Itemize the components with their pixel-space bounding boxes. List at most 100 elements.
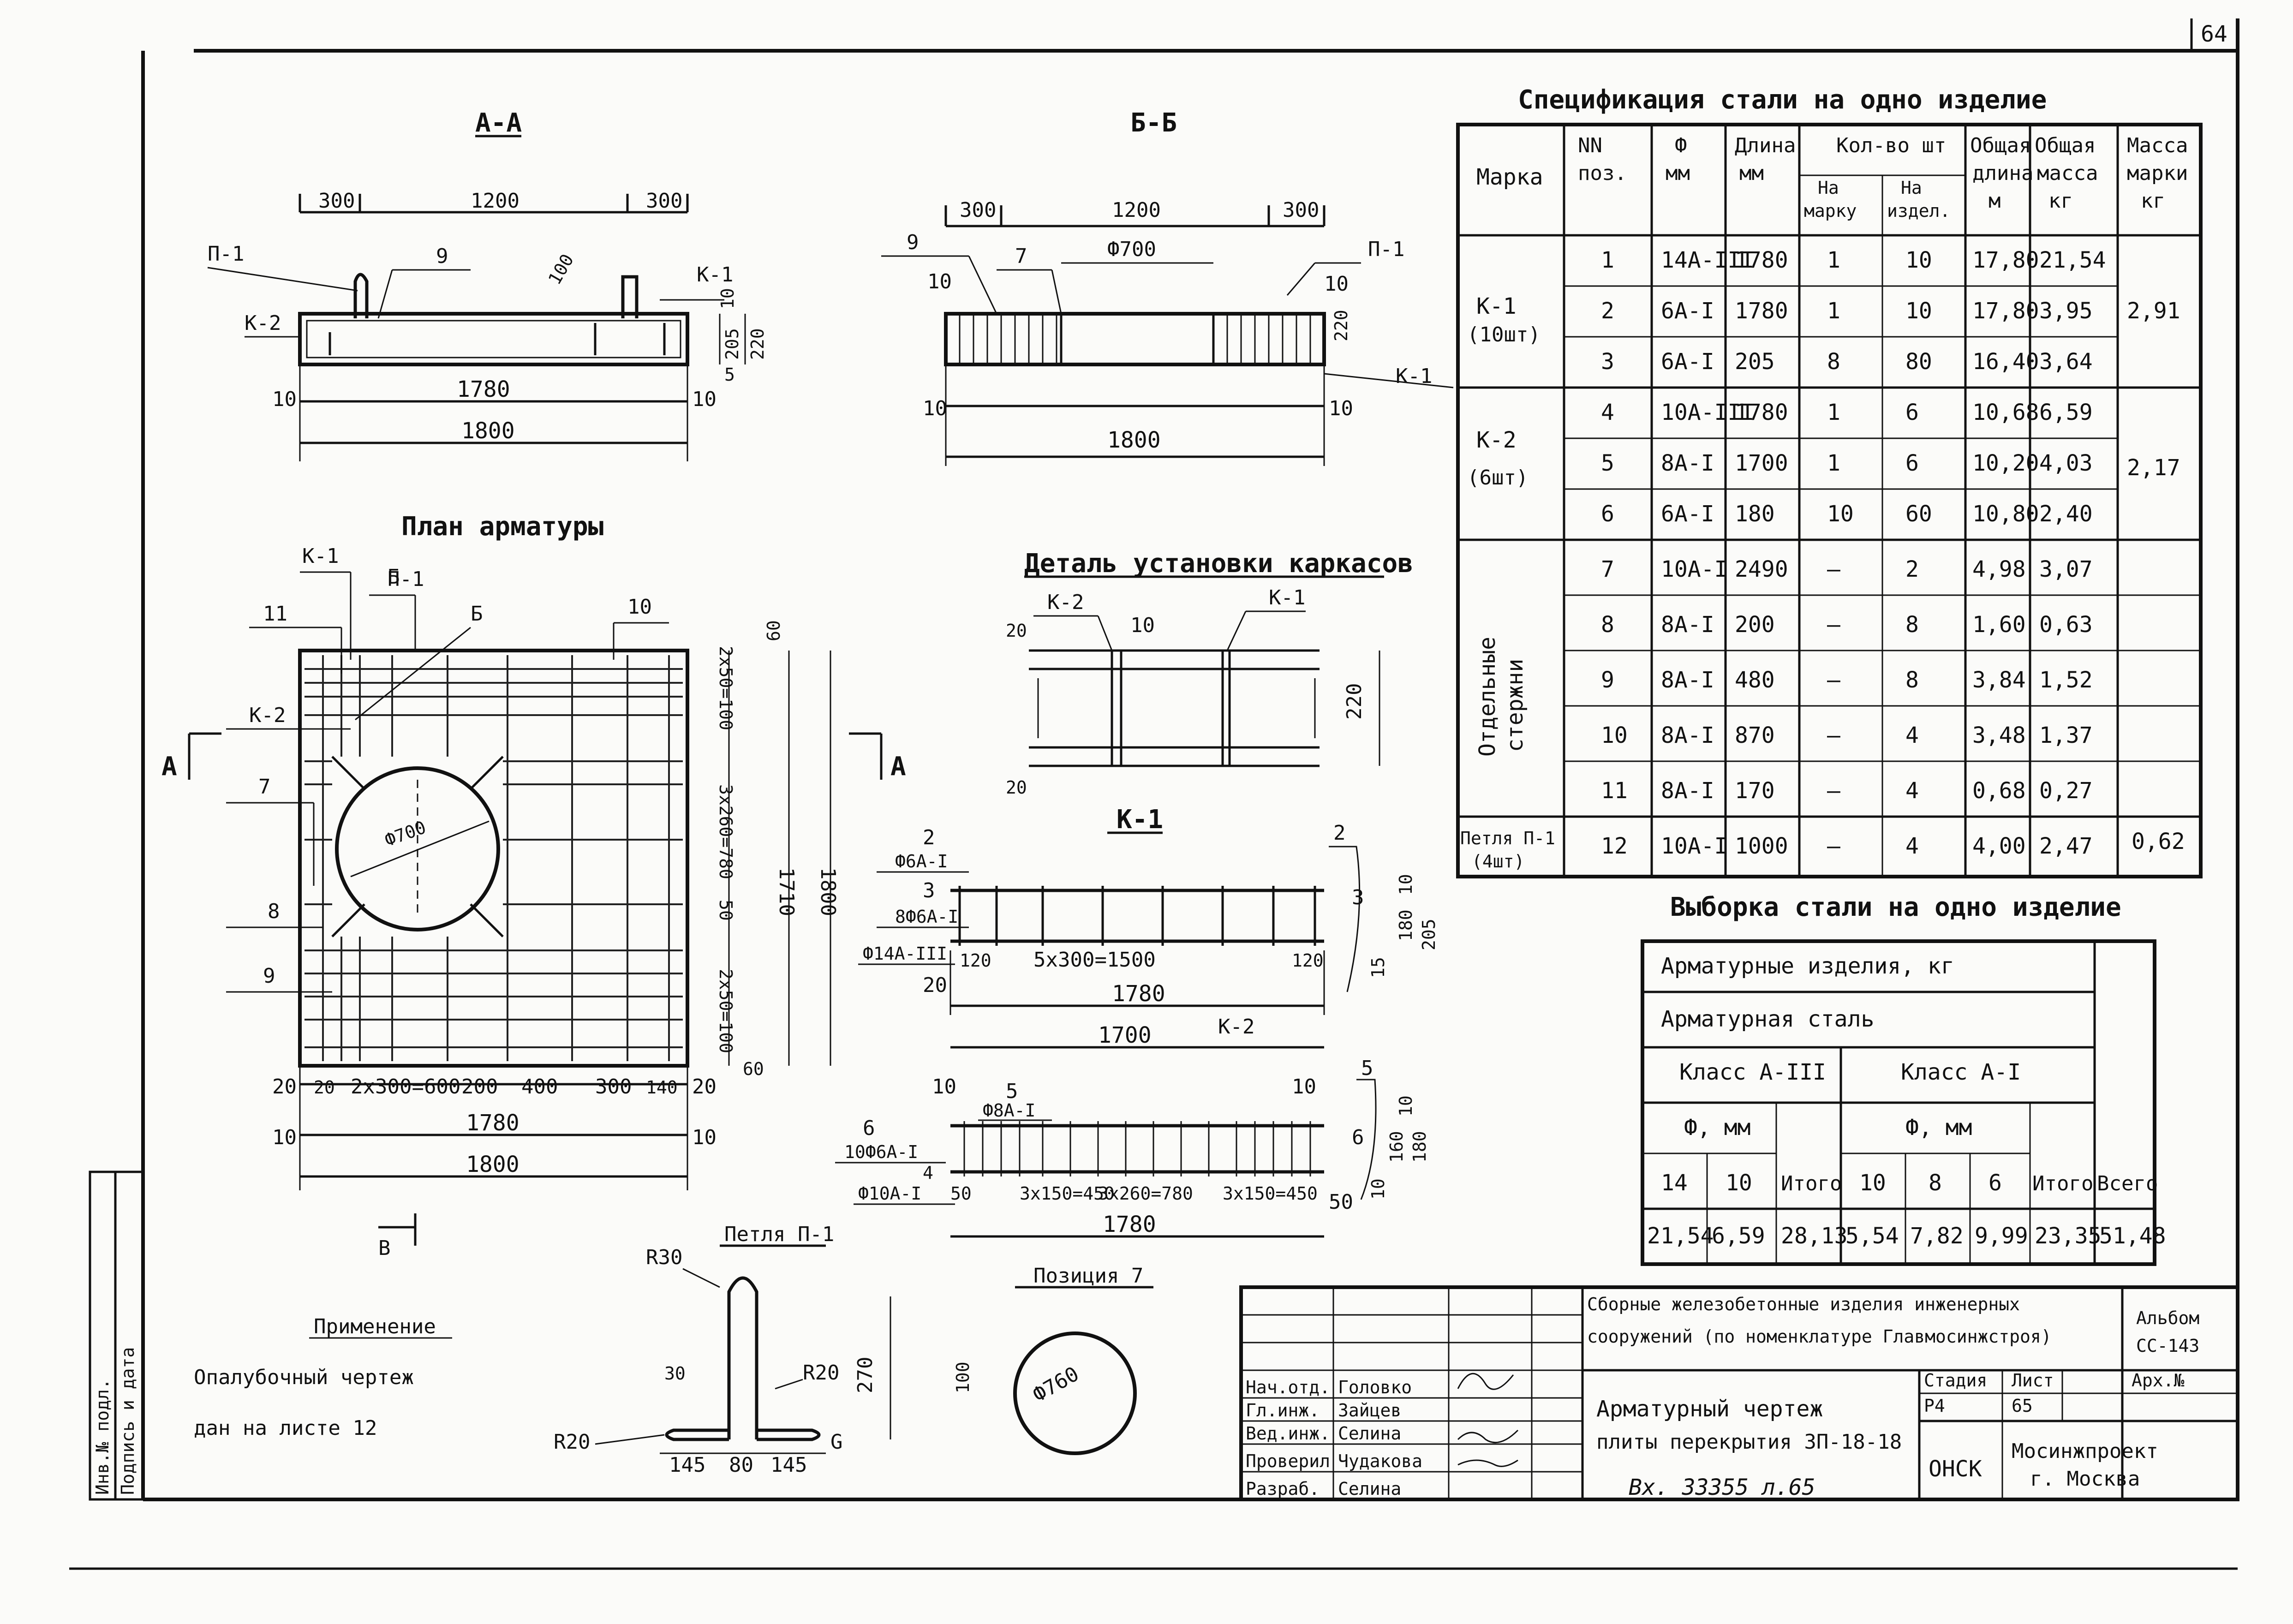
label-section_aa-dims-6: 220 [747,328,768,360]
label-spec-rows-6-6: 3,07 [2039,556,2093,582]
label-spec-rows-0-0: 1 [1601,247,1614,273]
spec-title: Спецификация стали на одно изделие [1518,85,2047,115]
label-plan-labels-3: Б [471,602,483,626]
label-spec-rows-11-3: — [1827,833,1840,859]
loop-title: Петля П-1 [724,1223,834,1246]
label-spec-groups-1-qty: (6шт) [1467,466,1528,490]
label-loop-labels-4: R20 [554,1430,590,1454]
label-spec-groups-0-qty: (10шт) [1467,323,1541,346]
label-plan-hdims-11: 1800 [466,1152,520,1177]
label-plan-vdims-5: 1710 [775,867,798,916]
label-k2-labels-11: 3х260=780 [1098,1183,1193,1204]
label-detail-labels-2: 10 [1130,614,1155,637]
label-titleblock-org_name2: г. Москва [2030,1467,2140,1491]
label-position7-dia: Ф760 [1029,1362,1083,1407]
label-section_aa-dims-1: 1200 [471,189,520,213]
loop-p1-detail: Петля П-1 R30 30 R20 270 R20 G 145 80 14… [554,1223,891,1477]
label-titleblock-cols-4: 65 [2012,1396,2033,1416]
cage-k1: К-1 2 Ф6А-I 3 8Ф6А-I Ф14А-III 120 5х300=… [858,805,1439,1015]
label-spec-rows-8-1: 8А-I [1661,667,1714,693]
label-spec-groups-3-qty: (4шт) [1472,851,1524,872]
label-section_aa-labels-1: 9 [436,245,448,268]
label-spec-rows-8-6: 1,52 [2039,667,2093,693]
label-spec-headers-20: кг [2141,189,2165,213]
label-spec-headers-1: NN [1578,134,1602,157]
label-k2-labels-9: 50 [950,1183,972,1204]
label-spec-rows-7-1: 8А-I [1661,612,1714,638]
label-spec-rows-1-6: 3,95 [2039,298,2093,324]
label-selection-values-1: 6,59 [1712,1223,1765,1249]
label-spec-headers-14: м [1988,189,2001,213]
label-spec-rows-6-1: 10А-I [1661,556,1728,582]
label-selection-headers-3: 10 [1859,1170,1886,1196]
label-selection-row_labels-3: Класс А-I [1901,1059,2021,1085]
label-spec-groups-1-mark: К-2 [1476,427,1517,453]
label-k1-labels-11: 180 [1396,909,1416,941]
label-section_bb-dims-4: 220 [1331,310,1351,341]
label-spec-rows-6-2: 2490 [1735,556,1788,582]
label-spec-rows-3-0: 4 [1601,400,1614,425]
label-spec-rows-3-3: 1 [1827,400,1840,425]
label-plan-hdims-10: 10 [692,1126,717,1149]
label-spec-rows-8-4: 8 [1905,667,1919,693]
label-spec-rows-11-4: 4 [1905,833,1919,859]
label-spec-rows-4-2: 1700 [1735,450,1788,476]
label-spec-rows-11-1: 10А-I [1661,833,1728,859]
label-spec-rows-0-2: 1780 [1735,247,1788,273]
label-spec-rows-7-4: 8 [1905,612,1919,638]
label-spec-rows-5-5: 10,80 [1972,501,2039,527]
label-plan-hdims-5: 300 [595,1075,632,1099]
label-titleblock-album_code: СС-143 [2136,1336,2199,1356]
label-section_bb-dims-0: 300 [960,198,996,222]
label-spec-rows-7-6: 0,63 [2039,612,2093,638]
section-b-b-title: Б-Б [1130,108,1177,138]
label-titleblock-names-0: Головко [1338,1377,1412,1397]
reinforcement-plan: План арматуры Ф700 К-1 П-1 11 Б 10 К-2 7… [161,512,906,1260]
slab-outline-bb [944,312,1326,366]
label-spec-rows-11-0: 12 [1601,833,1628,859]
label-plan-vdims-7: 60 [743,1059,764,1079]
label-spec-headers-4: мм [1666,161,1690,185]
label-k2-labels-17: 180 [1409,1131,1430,1163]
label-loop-labels-5: G [830,1430,843,1454]
label-plan-hdims-6: 140 [646,1077,678,1098]
label-plan-hdims-2: 2х300=600 [351,1075,460,1099]
label-detail-labels-5: 220 [1343,683,1366,720]
label-titleblock-project_line2: сооружений (по номенклатуре Главмосинжст… [1587,1326,2052,1347]
label-section_bb-dims-1: 1200 [1112,198,1161,222]
label-spec-rows-5-6: 2,40 [2039,501,2093,527]
label-spec-headers-6: мм [1739,161,1764,185]
label-spec-headers-17: кг [2048,189,2073,213]
label-spec-rows-2-4: 80 [1905,349,1932,375]
label-section_aa-dims-7: 5 [724,364,735,385]
label-spec-rows-9-2: 870 [1735,722,1775,748]
label-selection-row_labels-5: Ф, мм [1905,1115,1972,1140]
label-spec-rows-0-1: 14А-III [1661,247,1754,273]
label-detail-labels-3: 20 [1006,621,1027,641]
label-section_bb-labels-3: П-1 [1368,238,1404,261]
label-spec-rows-1-1: 6А-I [1661,298,1714,324]
label-spec-rows-6-3: — [1827,556,1840,582]
label-k1-labels-12: 205 [1419,919,1439,950]
label-plan-section_marks-2: Б [388,565,400,589]
label-titleblock-reg_number: Вх. 33355 л.65 [1629,1475,1815,1500]
label-plan-labels-2: 11 [263,602,287,626]
label-selection-headers-1: 10 [1726,1170,1752,1196]
label-k2-labels-16: 160 [1386,1131,1407,1163]
label-loop-labels-3: 270 [854,1357,877,1393]
label-plan-hdims-7: 20 [692,1075,717,1099]
label-spec-rows-2-2: 205 [1735,349,1775,375]
label-k1-labels-1: Ф6А-I [895,851,948,872]
label-spec-groups-3-mark: Петля П-1 [1460,828,1555,848]
label-spec-rows-1-0: 2 [1601,298,1614,324]
plan-opening [335,766,500,931]
label-section_aa-dims-4: 10 [717,288,738,309]
signature-mark [1457,1373,1514,1390]
label-spec-rows-6-0: 7 [1601,556,1614,582]
label-spec-rows-2-0: 3 [1601,349,1614,375]
